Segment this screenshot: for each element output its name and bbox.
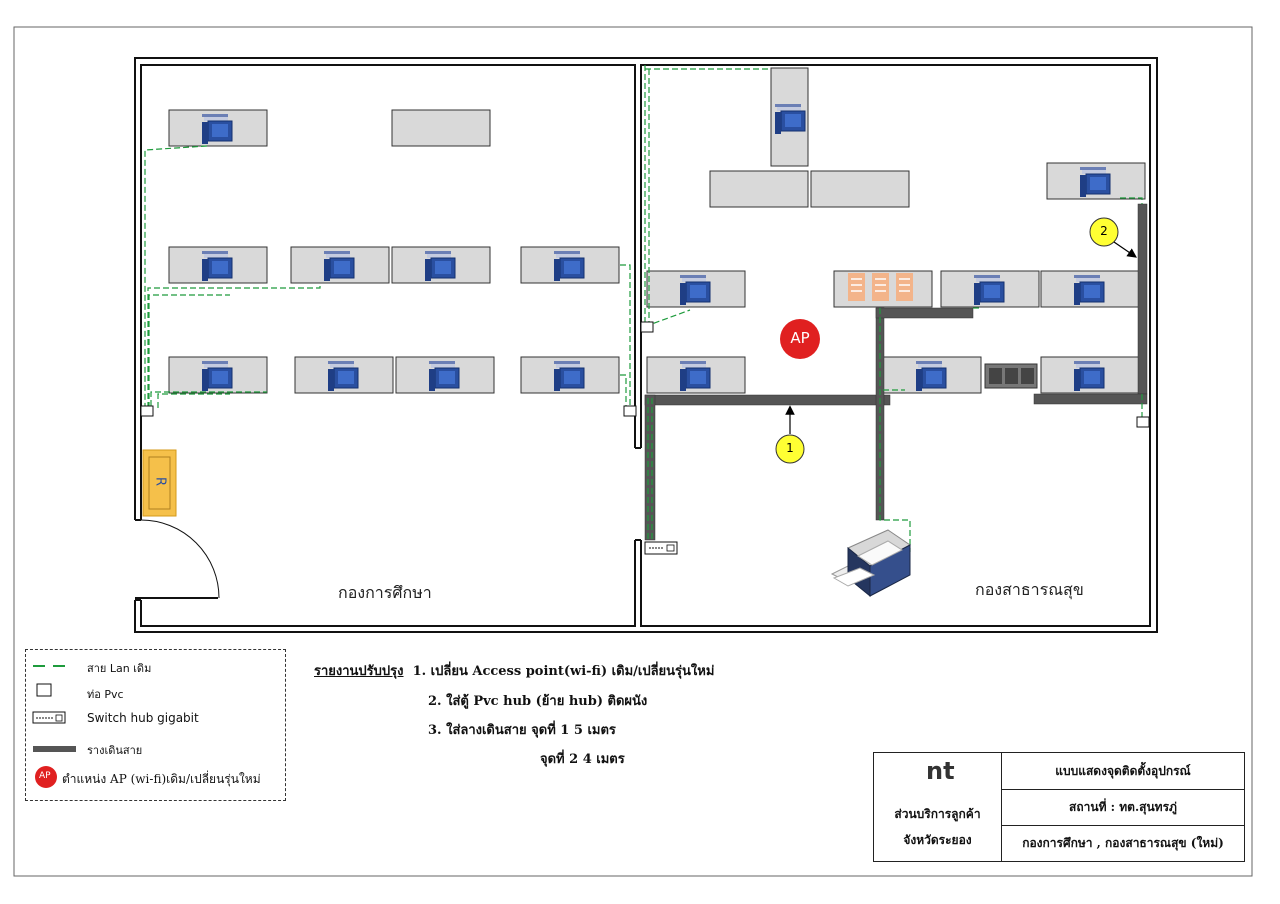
report-item-2: 2. ใส่ตู้ Pvc hub (ย้าย hub) ติดผนัง: [428, 694, 648, 709]
org-line-1: ส่วนบริการลูกค้า: [894, 807, 981, 821]
title-block: nt ส่วนบริการลูกค้า จังหวัดระยอง แบบแสดง…: [873, 752, 1245, 862]
report-line-1: รายงานปรับปรุง 1. เปลี่ยน Access point(w…: [314, 660, 714, 681]
report-item-3: 3. ใส่ลางเดินสาย จุดที่ 1 5 เมตร: [428, 723, 616, 738]
org-line-2: จังหวัดระยอง: [903, 833, 972, 847]
drawing-departments: กองการศึกษา , กองสาธารณสุข (ใหม่): [1022, 835, 1224, 850]
sheet-border: [13, 26, 1253, 877]
legend-symbols: [32, 665, 76, 788]
door-swing: [140, 519, 220, 599]
locker-cabinet: [984, 363, 1038, 389]
legend-tray-label: รางเดินสาย: [87, 744, 143, 757]
legend-pvc-label: ท่อ Pvc: [87, 688, 124, 701]
desks-right-room: [646, 67, 1146, 394]
marker-2-label: 2: [1100, 224, 1108, 238]
filing-shelves: [848, 273, 913, 301]
title-block-org: nt ส่วนบริการลูกค้า จังหวัดระยอง: [874, 753, 1002, 861]
room-label-public-health: กองสาธารณสุข: [975, 580, 1084, 599]
marker-1-circle: [775, 434, 805, 464]
building-walls: [134, 57, 1158, 633]
lan-cables: [144, 65, 1143, 552]
pvc-boxes: [140, 321, 1150, 428]
nt-logo-text: nt: [926, 757, 955, 785]
rack-label: R: [152, 476, 168, 487]
marker-2-circle: [1089, 217, 1119, 247]
drawing-location: สถานที่ : ทต.สุนทรภู่: [1002, 789, 1244, 826]
marker-1-label: 1: [786, 441, 794, 455]
drawing-title: แบบแสดงจุดติดตั้งอุปกรณ์: [1002, 753, 1244, 790]
ap-label: AP: [790, 329, 810, 347]
marker-2-arrow: [1113, 241, 1137, 258]
printer-icon: [830, 529, 911, 598]
access-point-marker: [780, 319, 820, 359]
legend-ap-badge: AP: [39, 771, 51, 781]
report-item-4: จุดที่ 2 4 เมตร: [540, 752, 625, 767]
legend-ap-label: ตำแหน่ง AP (wi-fi)เดิม/เปลี่ยนรุ่นใหม่: [62, 772, 261, 786]
legend-switch-label: Switch hub gigabit: [87, 711, 199, 725]
desks-left-room: [168, 109, 620, 394]
legend-box: สาย Lan เดิม ท่อ Pvc Switch hub gigabit …: [25, 649, 286, 801]
computers-right-room: [679, 103, 1111, 392]
report-item-1: 1. เปลี่ยน Access point(wi-fi) เดิม/เปลี…: [412, 664, 715, 679]
switch-hub: [644, 541, 678, 555]
legend-lan-label: สาย Lan เดิม: [87, 662, 152, 675]
room-label-education: กองการศึกษา: [338, 583, 432, 602]
cable-trays: [644, 203, 1148, 541]
report-heading: รายงานปรับปรุง: [314, 664, 404, 679]
